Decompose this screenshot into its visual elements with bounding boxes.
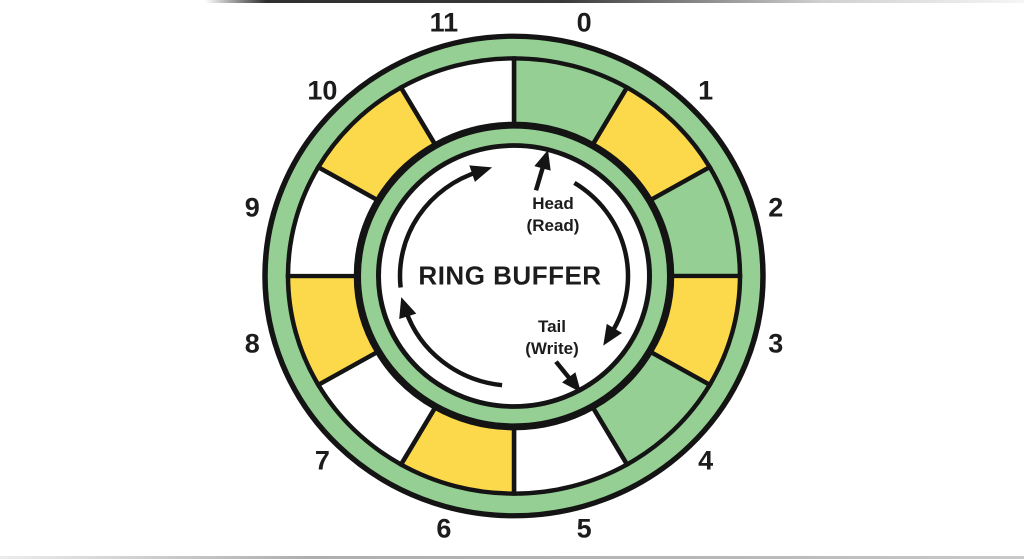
slot-number-0: 0: [576, 7, 592, 38]
rotation-arrows: [397, 165, 631, 388]
slot-number-8: 8: [244, 328, 260, 359]
tail-arrow-head: [561, 372, 581, 393]
slot-number-4: 4: [698, 445, 714, 476]
top-edge-artifact: [0, 0, 1024, 3]
ring-inner-rim: [356, 123, 672, 429]
head-label-sub: (Read): [526, 216, 580, 235]
inner-circle: [376, 143, 652, 409]
slot-number-6: 6: [436, 513, 452, 544]
slot-number-2: 2: [768, 192, 784, 223]
rotation-arrowhead-2: [399, 297, 417, 320]
diagram-title: RING BUFFER: [418, 260, 602, 291]
slot-number-11: 11: [429, 7, 459, 38]
slot-number-9: 9: [244, 192, 260, 223]
rotation-arc-2: [403, 309, 503, 388]
tail-pointer-label: Tail (Write): [525, 316, 579, 360]
slot-number-10: 10: [307, 75, 338, 106]
rotation-arc-1: [573, 181, 631, 336]
ring-segments: [285, 56, 743, 496]
bottom-edge-artifact: [0, 556, 1024, 559]
slot-number-3: 3: [768, 328, 784, 359]
slot-number-1: 1: [698, 75, 714, 106]
head-pointer-label: Head (Read): [527, 193, 580, 237]
tail-label-title: Tail: [537, 317, 567, 336]
slot-number-7: 7: [314, 445, 330, 476]
head-arrow-head: [534, 149, 551, 171]
pointer-arrows: [533, 149, 581, 393]
tail-label-sub: (Write): [525, 339, 579, 358]
rotation-arrowhead-1: [603, 323, 623, 346]
head-label-title: Head: [532, 194, 574, 213]
rotation-arc-0: [397, 169, 480, 288]
rotation-arrowhead-0: [469, 165, 493, 182]
slot-number-5: 5: [576, 513, 592, 544]
